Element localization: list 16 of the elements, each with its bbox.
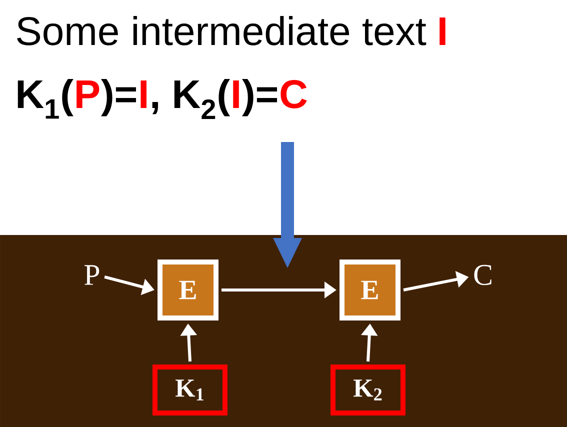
text-label: P <box>84 265 100 285</box>
key-box: K$_{2}$ <box>330 364 406 416</box>
formula-text: I <box>140 80 146 108</box>
formula-text: )= <box>101 79 136 116</box>
formula-text: )= <box>242 79 278 116</box>
text-label: C <box>474 264 492 286</box>
formula-text: I <box>440 17 446 45</box>
key-box: K$_{1}$ <box>152 364 228 416</box>
heading-text: Some intermediate text <box>17 16 426 46</box>
formula-text: P <box>76 80 100 108</box>
process-box: E <box>340 260 400 320</box>
formula-text: K$_{1}$( <box>18 79 74 119</box>
formula-text: I <box>233 80 239 108</box>
process-box: E <box>158 260 218 320</box>
formula-text: C <box>280 80 307 108</box>
formula-text: , K$_{2}$( <box>152 79 230 119</box>
